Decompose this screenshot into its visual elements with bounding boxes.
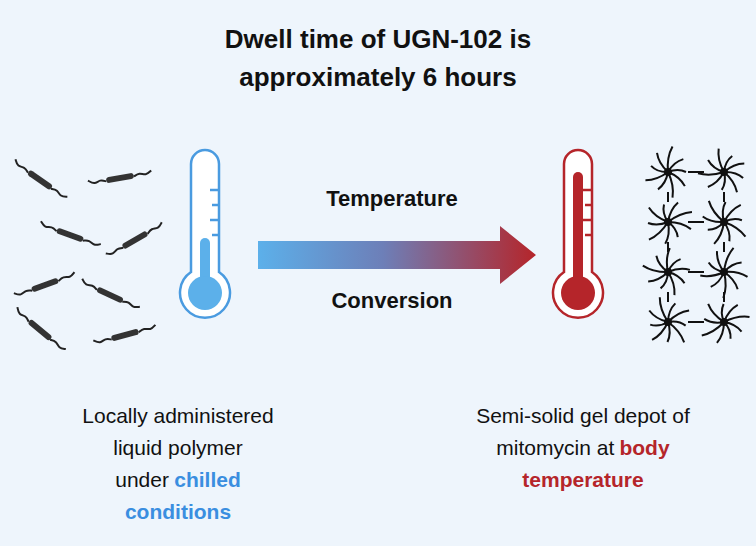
title: Dwell time of UGN-102 is approximately 6… <box>168 20 588 96</box>
polymer-chains <box>12 159 164 353</box>
conversion-arrow <box>258 226 536 284</box>
title-text: Dwell time of UGN-102 is approximately 6… <box>225 24 531 92</box>
arrow-label-group: Conversion <box>272 288 512 314</box>
gel-network <box>643 146 750 342</box>
caption-group: Semi-solid gel depot of mitomycin atbody… <box>473 400 693 496</box>
arrow-label-group: Temperature <box>272 186 512 212</box>
caption-group: Locally administered liquid polymer unde… <box>68 400 288 528</box>
cold-thermometer <box>180 150 230 318</box>
label-text: Temperature <box>326 186 458 211</box>
warm-thermometer <box>553 150 603 318</box>
label-text: Conversion <box>331 288 452 313</box>
